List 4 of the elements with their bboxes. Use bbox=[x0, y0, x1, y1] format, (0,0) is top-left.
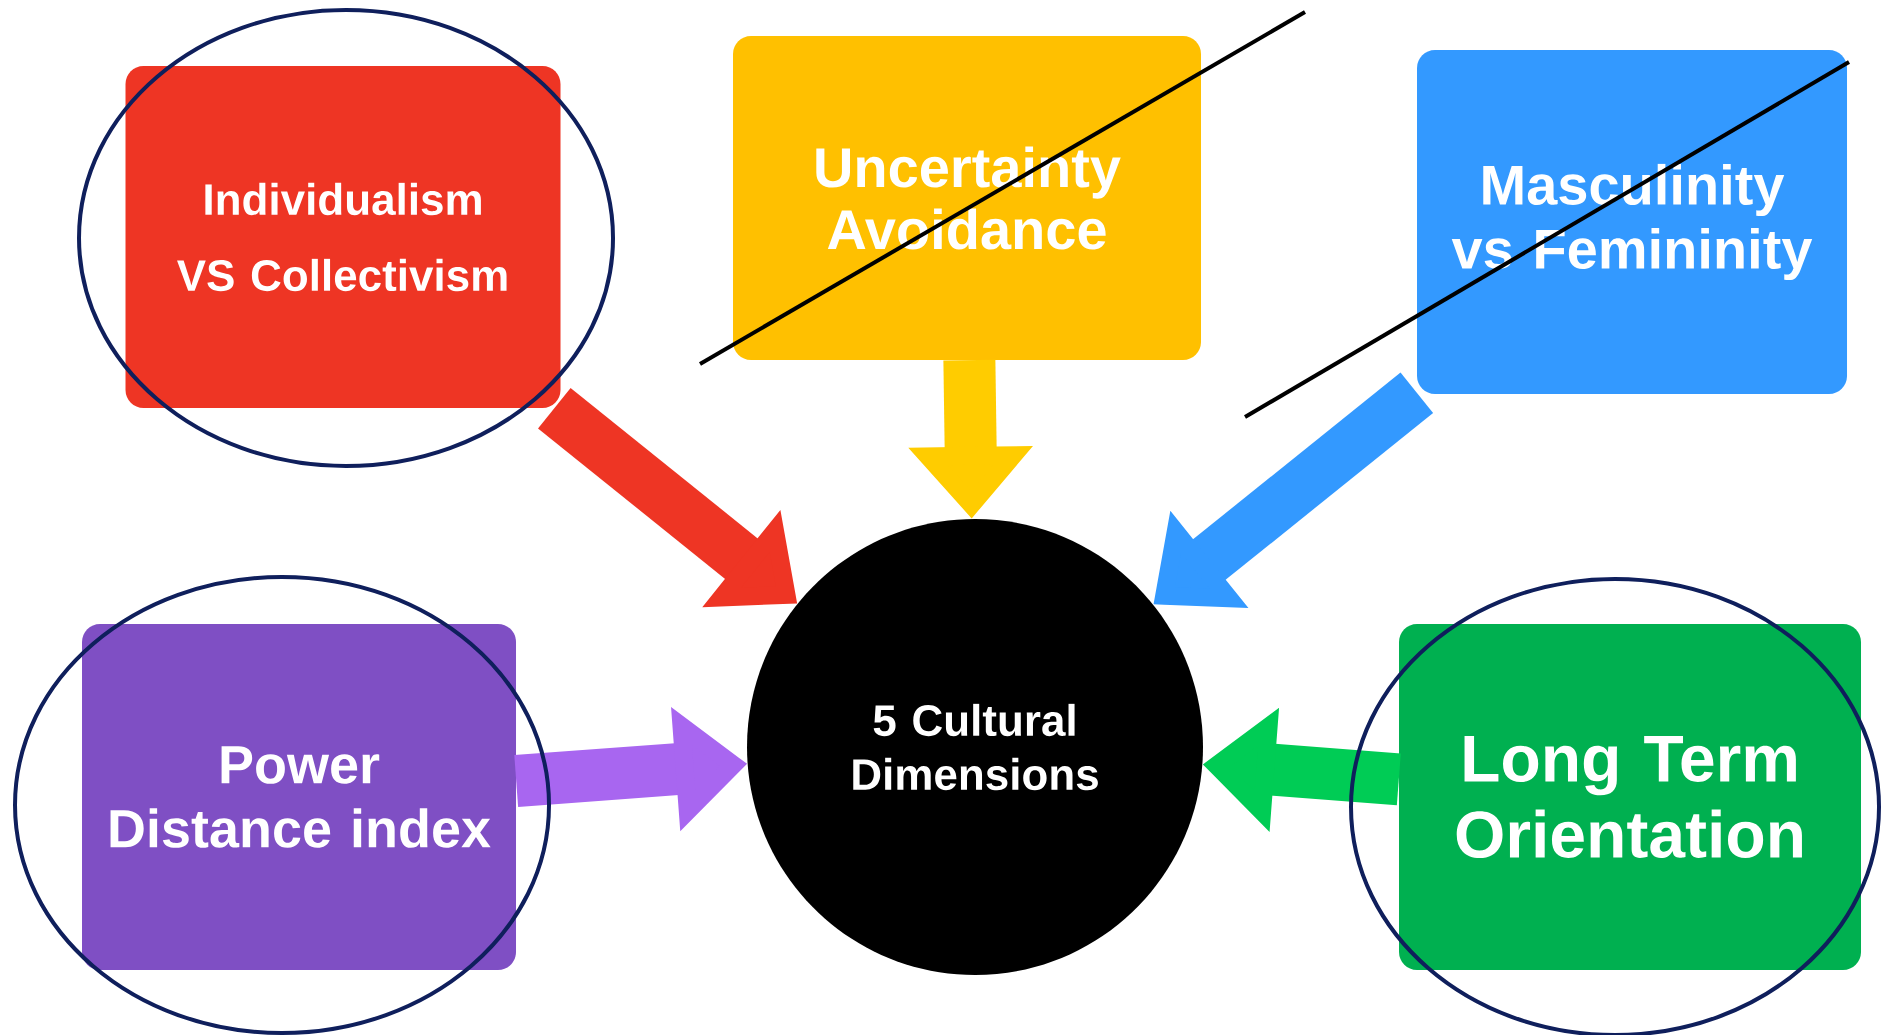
dimension-box: Individualism VS Collectivism bbox=[125, 66, 561, 408]
circle-node: 5 Cultural Dimensions bbox=[747, 519, 1203, 975]
dimension-box: Power Distance index bbox=[82, 624, 516, 970]
dimension-box: Long Term Orientation bbox=[1399, 624, 1861, 970]
